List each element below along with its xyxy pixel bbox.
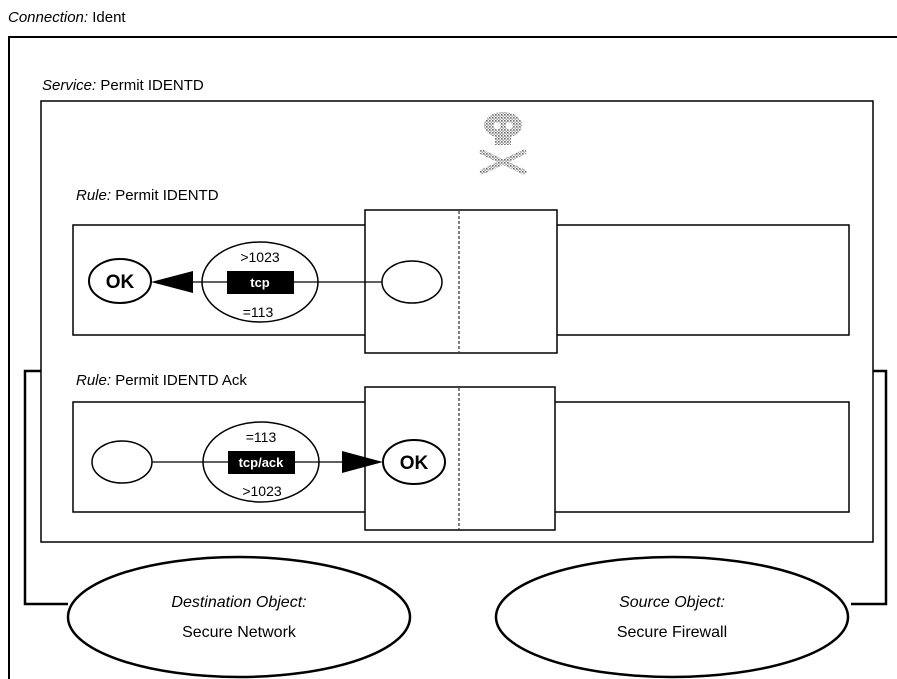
connection-name: Ident	[92, 9, 126, 26]
rule-1-empty-node	[381, 260, 443, 304]
rule-1-ok-node	[88, 258, 152, 304]
source-object-label: Source Object:	[619, 594, 725, 611]
destination-connector	[23, 369, 68, 606]
connection-title: Connection: Ident	[8, 9, 126, 26]
skull-crossbones-icon	[479, 112, 527, 175]
rule-2-ok-node	[382, 439, 446, 485]
rule-1-protocol-badge	[227, 271, 294, 294]
service-title: Service: Permit IDENTD	[42, 77, 204, 94]
destination-object-name: Secure Network	[182, 624, 297, 641]
rule-2-port-bottom: >1023	[242, 483, 282, 499]
service-box	[40, 100, 874, 543]
service-name: Permit IDENTD	[100, 77, 204, 94]
service-label: Service:	[42, 77, 96, 94]
rule-1-name: Permit IDENTD	[115, 187, 219, 204]
rule-2-empty-node	[91, 440, 153, 484]
rule-1-protocol-ellipse	[201, 241, 319, 323]
destination-object	[66, 555, 412, 679]
rule-2-protocol-badge	[228, 451, 295, 474]
arrowhead-icon	[151, 271, 193, 293]
rule-2-name: Permit IDENTD Ack	[115, 372, 247, 389]
rule-1-title: Rule: Permit IDENTD	[76, 187, 219, 204]
rule-2-title: Rule: Permit IDENTD Ack	[76, 372, 247, 389]
destination-object-label: Destination Object:	[171, 594, 306, 611]
rule-1-port-top: >1023	[240, 249, 280, 265]
rule-2-protocol-ellipse	[202, 421, 320, 503]
rule-1-protocol-text: tcp	[250, 275, 270, 290]
rule-2-port-top: =113	[246, 429, 277, 445]
rule-1-port-bottom: =113	[243, 304, 274, 320]
arrowhead-icon	[342, 451, 383, 473]
rule-2-protocol-text: tcp/ack	[239, 455, 285, 470]
source-object	[494, 555, 850, 679]
rule-2-ok-text: OK	[400, 453, 429, 474]
source-connector	[851, 369, 888, 606]
rule-1-label: Rule:	[76, 187, 111, 204]
rule-1-ok-text: OK	[106, 272, 135, 293]
connection-frame	[8, 36, 897, 679]
connection-label: Connection:	[8, 9, 88, 26]
source-object-name: Secure Firewall	[617, 624, 727, 641]
rule-2-label: Rule:	[76, 372, 111, 389]
